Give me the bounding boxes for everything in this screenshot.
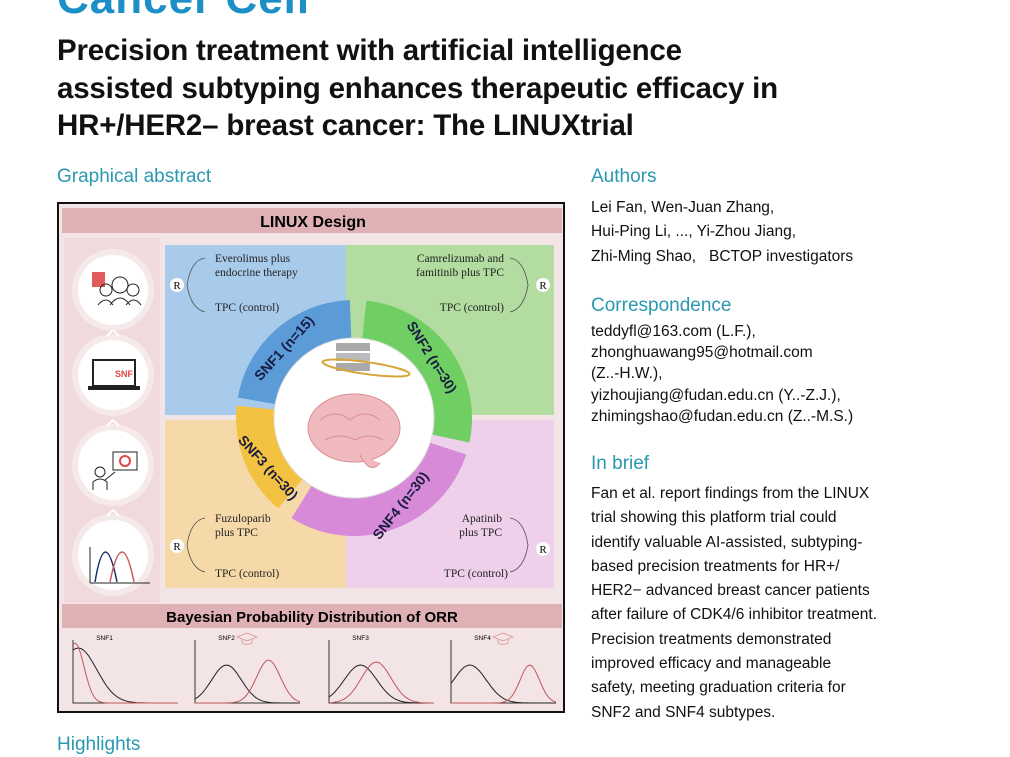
design-title: LINUX Design [260, 214, 366, 231]
ring-segment-snf3 [236, 405, 303, 509]
author-line: Zhi-Ming Shao, BCTOP investigators [591, 247, 854, 265]
distribution-curve [195, 659, 301, 704]
clipboard-icon [92, 272, 105, 287]
distribution-curve [328, 664, 434, 704]
author-line: Hui-Ping Li, ..., Yi-Zhou Jiang, [591, 223, 797, 241]
journal-logo: Cancer Cell [57, 0, 310, 24]
distribution-curve [72, 642, 178, 704]
title-line: HR+/HER2– breast cancer: The LINUXtrial [57, 109, 634, 142]
in-brief-text: Fan et al. report findings from the LINU… [591, 482, 877, 725]
email-link[interactable]: teddyfl@163.com (L.F.), [591, 323, 756, 340]
arm-label: Apatinib [462, 513, 502, 525]
ring-segment-snf2 [362, 300, 472, 443]
text-line: after failure of CDK4/6 inhibitor treatm… [591, 606, 878, 624]
highlights-heading: Highlights [57, 734, 141, 755]
title-line: Precision treatment with artificial inte… [57, 34, 682, 67]
authors-list: Lei Fan, Wen-Juan Zhang, Hui-Ping Li, ..… [591, 196, 853, 269]
text-line: safety, meeting graduation criteria for [591, 679, 846, 697]
panel-label: SNF1 [96, 635, 113, 642]
distribution-curve [328, 661, 434, 704]
email-initials: (Z..-H.W.), [591, 365, 663, 383]
control-label: TPC (control) [215, 568, 279, 580]
graduation-cap-icon [491, 632, 515, 645]
text-line: HER2− advanced breast cancer patients [591, 582, 870, 600]
distribution-curve [450, 664, 556, 704]
brain-icon [307, 343, 411, 468]
ring-segment-snf4 [291, 442, 467, 536]
correspondence-heading: Correspondence [591, 295, 732, 316]
distribution-curve [451, 664, 557, 704]
text-line: SNF2 and SNF4 subtypes. [591, 703, 776, 721]
panel-label: SNF4 [474, 635, 491, 642]
arm-label: Everolimus plus [215, 253, 291, 265]
arm-label: Camrelizumab and [417, 253, 504, 265]
graphical-abstract-heading: Graphical abstract [57, 166, 212, 187]
bayes-title: Bayesian Probability Distribution of ORR [166, 609, 458, 626]
panel-label: SNF3 [352, 635, 369, 642]
text-line: Precision treatments demonstrated [591, 630, 832, 648]
panel-label: SNF2 [218, 635, 235, 642]
arm-label: plus TPC [459, 527, 502, 539]
randomization-label: R [539, 280, 547, 292]
arm-label: famitinib plus TPC [416, 267, 504, 279]
in-brief-heading: In brief [591, 453, 650, 474]
snf-icon-label: SNF [115, 369, 134, 379]
randomization-label: R [539, 544, 547, 556]
graduation-cap-icon [235, 632, 259, 645]
panel-axes [328, 640, 434, 704]
arm-label: endocrine therapy [215, 267, 298, 279]
patients-icon [72, 249, 154, 331]
arm-label: plus TPC [215, 527, 258, 539]
author-line: Lei Fan, Wen-Juan Zhang, [591, 199, 775, 216]
randomization-label: R [173, 541, 181, 553]
correspondence-list: teddyfl@163.com (L.F.), zhonghuawang95@h… [591, 321, 853, 427]
article-title: Precision treatment with artificial inte… [57, 32, 957, 145]
control-label: TPC (control) [215, 302, 279, 314]
email-link[interactable]: zhonghuawang95@hotmail.com [591, 344, 813, 362]
authors-heading: Authors [591, 166, 657, 187]
control-label: TPC (control) [444, 568, 508, 580]
workflow-steps: SNF [72, 249, 154, 596]
distribution-curve [194, 664, 300, 704]
text-line: based precision treatments for HR+/ [591, 557, 840, 575]
ring-segment-snf1 [237, 300, 352, 405]
text-line: identify valuable AI-assisted, subtyping… [591, 533, 863, 551]
control-label: TPC (control) [440, 302, 504, 314]
text-line: improved efficacy and manageable [591, 655, 832, 673]
title-line: assisted subtyping enhances therapeutic … [57, 71, 778, 105]
text-line: trial showing this platform trial could [591, 509, 837, 527]
text-line: Fan et al. report findings from the LINU… [591, 485, 870, 502]
arm-label: Fuzuloparib [215, 513, 271, 525]
distribution-icon [72, 514, 154, 596]
email-link[interactable]: zhimingshao@fudan.edu.cn (Z..-M.S.) [591, 407, 854, 425]
randomization-label: R [173, 280, 181, 292]
email-link[interactable]: yizhoujiang@fudan.edu.cn (Y..-Z.J.), [591, 386, 841, 404]
